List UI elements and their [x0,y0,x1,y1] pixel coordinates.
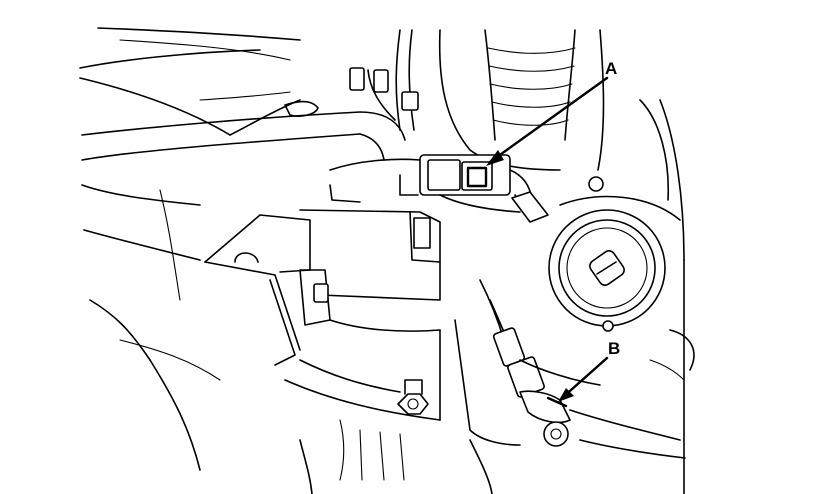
callout-a: A [486,59,617,166]
callout-a-arrowhead [486,150,504,166]
callout-a-label: A [605,59,617,78]
right-frame [469,99,685,494]
callout-b-label: B [608,339,620,358]
mounting-bracket [204,209,441,366]
strut-assembly [438,29,670,201]
lower-subframe [284,319,521,494]
sensor-a-assembly [329,154,549,223]
callout-a-leader [488,76,609,164]
callout-b-leader [560,356,609,400]
vacuum-hoses [284,29,419,131]
sensor-b-assembly [479,279,686,459]
callout-b: B [558,339,620,402]
coolant-hose [81,111,406,161]
left-fender-area [81,184,221,471]
upper-body-panel [79,27,301,136]
callout-b-arrowhead [558,388,574,402]
reservoir-cap [548,176,695,371]
